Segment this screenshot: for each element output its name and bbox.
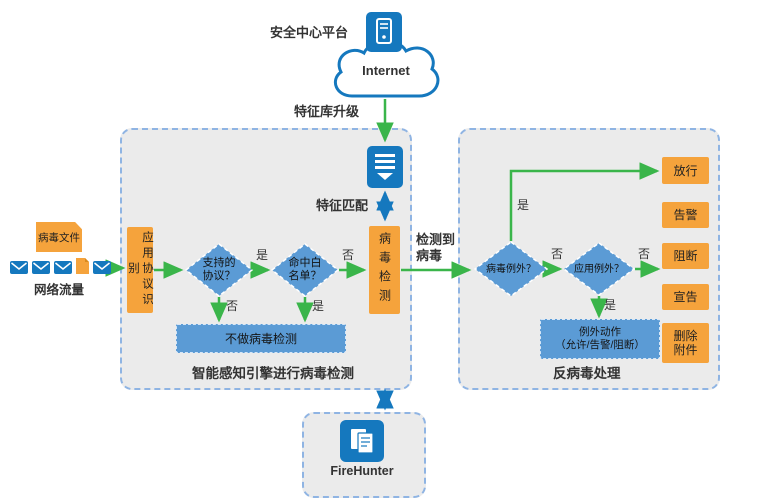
no-label: 否 [342, 248, 355, 262]
exception-action-box: 例外动作 （允许/告警/阻断） [540, 319, 660, 359]
exception-action-line1: 例外动作 [579, 326, 621, 338]
app-protocol-box: 应用协议识别 [127, 227, 153, 313]
action-box-block: 阻断 [662, 243, 709, 269]
no-label: 否 [638, 247, 651, 261]
virus-file-tag: 病毒文件 [36, 222, 82, 252]
signature-db-icon [367, 146, 403, 193]
action-box-release: 放行 [662, 157, 709, 184]
security-center-label: 安全中心平台 [270, 25, 349, 40]
action-box-delete-attachment: 删除附件 [662, 323, 709, 363]
no-label: 否 [551, 247, 564, 261]
envelope-icon [93, 261, 111, 274]
signature-match-label: 特征匹配 [316, 198, 369, 213]
no-label: 否 [226, 299, 239, 313]
yes-label: 是 [312, 299, 325, 313]
virus-exception-diamond-label: 病毒例外？ [486, 264, 536, 275]
yes-label: 是 [517, 198, 530, 212]
yes-label: 是 [604, 298, 617, 312]
virus-detected-line2: 病毒 [416, 248, 443, 263]
antivirus-caption: 反病毒处理 [553, 366, 621, 381]
protocol-diamond-label: 支持的协议？ [202, 257, 236, 282]
app-exception-diamond-label: 应用例外？ [574, 264, 624, 275]
internet-label: Internet [362, 63, 410, 78]
network-traffic-label: 网络流量 [34, 283, 85, 297]
signature-upgrade-label: 特征库升级 [294, 104, 360, 119]
engine-caption: 智能感知引擎进行病毒检测 [192, 366, 354, 381]
skip-detection-box: 不做病毒检测 [176, 324, 346, 353]
security-server-icon [366, 12, 402, 57]
yes-label: 是 [256, 248, 269, 262]
envelope-icon [32, 261, 50, 274]
exception-action-line2: （允许/告警/阻断） [555, 339, 645, 351]
action-box-alert: 告警 [662, 202, 709, 228]
firehunter-icon [340, 420, 384, 467]
virus-doc-icon [76, 258, 89, 274]
envelope-icon [54, 261, 72, 274]
mail-traffic-icons [10, 258, 111, 274]
action-box-declare: 宣告 [662, 284, 709, 310]
whitelist-diamond-label: 命中白名单？ [288, 257, 322, 282]
virus-detected-label: 检测到 病毒 [416, 232, 455, 264]
virus-detected-line1: 检测到 [416, 232, 456, 247]
envelope-icon [10, 261, 28, 274]
firehunter-label: FireHunter [330, 464, 394, 478]
virus-detection-box: 病毒检测 [369, 226, 400, 314]
